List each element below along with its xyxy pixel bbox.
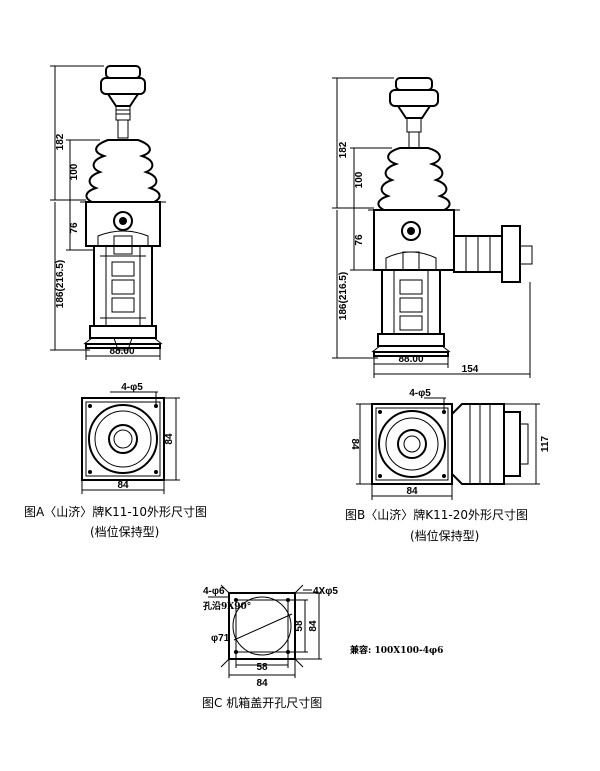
fig-a-subcaption: (档位保持型) xyxy=(90,524,159,539)
fig-a-dim-84-h: 84 xyxy=(117,480,129,491)
fig-c-dim-84-v: 84 xyxy=(308,620,319,632)
fig-c-circle-dia: φ71 xyxy=(211,633,230,644)
fig-c-compat-note: 兼容: 100X100-4φ6 xyxy=(349,644,443,656)
fig-a-dim-84-v: 84 xyxy=(164,433,175,445)
fig-a-dim-186: 186(216.5) xyxy=(55,260,66,308)
fig-b-holes: 4-φ5 xyxy=(409,388,431,399)
fig-b-subcaption: (档位保持型) xyxy=(410,528,479,543)
fig-b-dim-84-v: 84 xyxy=(349,438,360,450)
fig-b-caption: 图B〈山济〉牌K11-20外形尺寸图 xyxy=(345,507,528,522)
fig-b-dim-154: 154 xyxy=(462,364,479,375)
fig-b-dim-88: 88.00 xyxy=(398,354,423,365)
fig-c-chamfer-note: 孔沿9X90° xyxy=(203,600,251,612)
fig-c-holes-left: 4-φ6 xyxy=(203,586,225,597)
fig-a-dim-100: 100 xyxy=(69,163,80,180)
fig-a-holes: 4-φ5 xyxy=(121,382,143,393)
fig-a-dim-182: 182 xyxy=(55,133,66,150)
fig-b-dim-182: 182 xyxy=(338,141,349,158)
fig-c-dim-58-v: 58 xyxy=(294,620,305,632)
figure-b-dimensions: 182 100 76 186(216.5) 88.00 154 xyxy=(332,77,531,378)
figure-a-plan: 4-φ5 84 84 xyxy=(81,382,180,494)
fig-b-dim-84-h: 84 xyxy=(406,486,418,497)
fig-a-dim-88: 88.00 xyxy=(109,346,134,357)
figure-a-elevation xyxy=(80,65,166,351)
figure-b-elevation xyxy=(368,77,533,357)
figure-a-dimensions: 182 100 76 186(216.5) 88.00 xyxy=(50,65,161,360)
fig-a-caption: 图A〈山济〉牌K11-10外形尺寸图 xyxy=(24,504,207,519)
fig-b-dim-117: 117 xyxy=(540,435,551,452)
fig-b-dim-76: 76 xyxy=(354,234,365,246)
fig-a-dim-76: 76 xyxy=(69,222,80,234)
fig-b-dim-100: 100 xyxy=(354,171,365,188)
figure-c-cutout: 4-φ6 孔沿9X90° 4Xφ5 φ71 58 84 58 84 xyxy=(203,584,338,689)
fig-b-dim-186: 186(216.5) xyxy=(338,272,349,320)
fig-c-dim-84-h: 84 xyxy=(256,678,268,689)
fig-c-caption: 图C 机箱盖开孔尺寸图 xyxy=(202,695,322,710)
fig-c-holes-right: 4Xφ5 xyxy=(313,586,338,597)
figure-b-plan: 4-φ5 84 117 84 xyxy=(349,388,551,500)
fig-c-dim-58-h: 58 xyxy=(256,662,268,673)
